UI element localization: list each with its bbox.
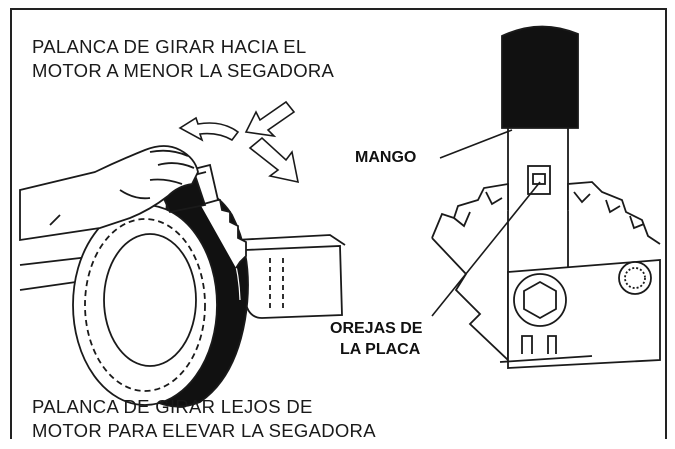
caption-bottom-line2: MOTOR PARA ELEVAR LA SEGADORA (32, 420, 376, 441)
callout-plate-tabs-line1: OREJAS DE (330, 320, 423, 337)
caption-top-line1: PALANCA DE GIRAR HACIA EL (32, 36, 307, 57)
frame-border-left (10, 8, 12, 439)
leader-handle (439, 129, 513, 159)
caption-bottom-line1: PALANCA DE GIRAR LEJOS DE (32, 396, 313, 417)
bracket (499, 259, 661, 369)
callout-handle: MANGO (355, 149, 417, 166)
wheel (72, 185, 249, 408)
leader-lines (431, 129, 541, 317)
hand-and-arm (19, 145, 199, 242)
frame-border (10, 8, 667, 439)
callout-plate-tabs-line2: LA PLACA (340, 341, 421, 358)
caption-top-line2: MOTOR A MENOR LA SEGADORA (32, 60, 335, 81)
rotation-arrows (178, 100, 300, 184)
leader-plate-tabs (431, 181, 541, 317)
handle-tube (501, 25, 579, 273)
